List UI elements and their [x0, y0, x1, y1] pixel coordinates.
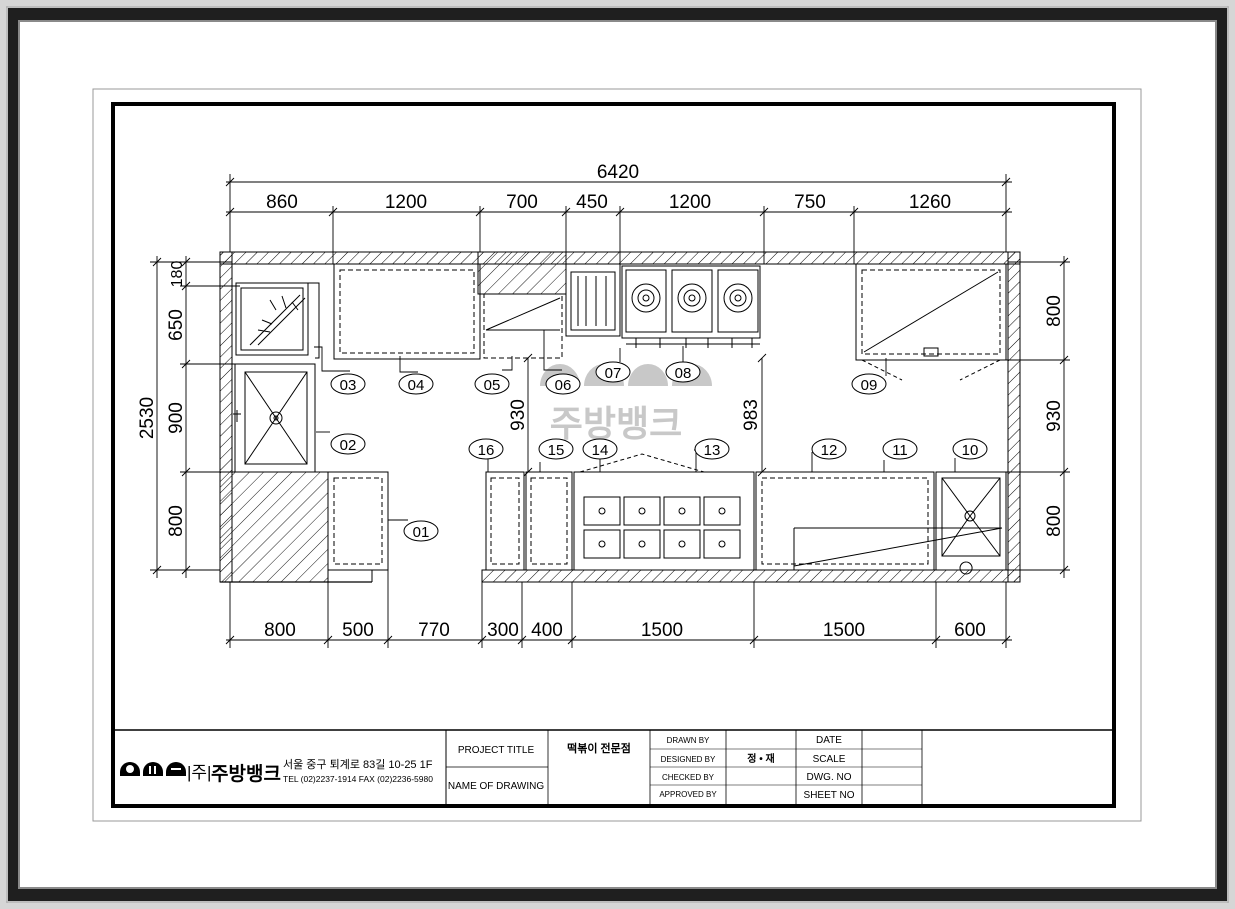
svg-text:07: 07 — [605, 365, 622, 382]
dim-overall-width: 6420 — [597, 162, 639, 183]
dim-top-6: 750 — [794, 192, 826, 213]
dimension-text: 6420 860 1200 700 450 1200 750 1260 800 … — [137, 162, 1065, 641]
svg-text:04: 04 — [408, 377, 425, 394]
svg-text:15: 15 — [548, 442, 565, 459]
svg-text:02: 02 — [340, 437, 357, 454]
dim-top-3: 700 — [506, 192, 538, 213]
drawn-by-label: DRAWN BY — [667, 736, 710, 745]
burner-3 — [717, 269, 759, 333]
designed-by-label: DESIGNED BY — [661, 755, 716, 764]
dim-top-5: 1200 — [669, 192, 711, 213]
tag-07: 07 — [595, 361, 631, 383]
dim-top-7: 1260 — [909, 192, 951, 213]
burner-1 — [625, 269, 667, 333]
project-title-label: PROJECT TITLE — [458, 745, 535, 756]
dim-bottom-2: 500 — [342, 620, 374, 641]
equipment — [233, 263, 1007, 575]
company-prefix: |주| — [187, 763, 211, 782]
tag-04: 04 — [398, 373, 434, 395]
tag-06: 06 — [545, 373, 581, 395]
approved-by-label: APPROVED BY — [659, 790, 717, 799]
tag-10: 10 — [952, 438, 988, 460]
svg-text:14: 14 — [592, 442, 609, 459]
designed-by: 정 • 재 — [747, 752, 774, 765]
burner-2 — [671, 269, 713, 333]
svg-text:05: 05 — [484, 377, 501, 394]
dim-bottom-6: 1500 — [641, 620, 683, 641]
tag-01: 01 — [403, 520, 439, 542]
tag-03: 03 — [330, 373, 366, 395]
checked-by-label: CHECKED BY — [662, 773, 715, 782]
dim-aisle-1: 930 — [508, 399, 529, 431]
svg-text:10: 10 — [962, 442, 979, 459]
sheet-border — [92, 88, 1142, 822]
tag-13: 13 — [694, 438, 730, 460]
project-title: 떡볶이 전문점 — [567, 741, 631, 755]
dim-top-1: 860 — [266, 192, 298, 213]
dimension-lines — [150, 174, 1070, 648]
dim-aisle-2: 983 — [741, 399, 762, 431]
dim-right-2: 930 — [1044, 400, 1065, 432]
svg-text:03: 03 — [340, 377, 357, 394]
scale-label: SCALE — [813, 754, 846, 765]
tag-15: 15 — [538, 438, 574, 460]
dim-overall-depth: 2530 — [137, 397, 158, 439]
dim-bottom-4: 300 — [487, 620, 519, 641]
dim-top-4: 450 — [576, 192, 608, 213]
dim-right-1: 800 — [1044, 295, 1065, 327]
title-block: |주| 주방뱅크 서울 중구 퇴계로 83길 10-25 1F TEL (02)… — [115, 729, 1112, 804]
tag-12: 12 — [811, 438, 847, 460]
dim-right-3: 800 — [1044, 505, 1065, 537]
dim-left-1: 180 — [169, 261, 186, 288]
tag-05: 05 — [474, 373, 510, 395]
svg-text:13: 13 — [704, 442, 721, 459]
dwg-no-label: DWG. NO — [807, 772, 852, 783]
dim-top-2: 1200 — [385, 192, 427, 213]
company-name: 주방뱅크 — [211, 763, 281, 785]
company-logo — [120, 762, 186, 776]
svg-text:01: 01 — [413, 524, 430, 541]
dim-bottom-1: 800 — [264, 620, 296, 641]
drawing-border — [111, 102, 1116, 808]
svg-text:16: 16 — [478, 442, 495, 459]
dim-bottom-5: 400 — [531, 620, 563, 641]
tag-11: 11 — [882, 438, 918, 460]
watermark: 주방뱅크 — [540, 364, 712, 444]
tag-02: 02 — [330, 433, 366, 455]
tag-08: 08 — [665, 361, 701, 383]
dim-left-4: 800 — [166, 505, 187, 537]
dim-left-2: 650 — [166, 309, 187, 341]
tag-14: 14 — [582, 438, 618, 460]
dim-bottom-8: 600 — [954, 620, 986, 641]
tag-09: 09 — [851, 373, 887, 395]
company-address: 서울 중구 퇴계로 83길 10-25 1F — [283, 758, 433, 771]
bain-marie-wells — [583, 496, 741, 559]
dim-bottom-3: 770 — [418, 620, 450, 641]
company-contact: TEL (02)2237-1914 FAX (02)2236-5980 — [283, 774, 433, 784]
watermark-text: 주방뱅크 — [550, 403, 682, 444]
svg-text:08: 08 — [675, 365, 692, 382]
svg-text:06: 06 — [555, 377, 572, 394]
svg-text:11: 11 — [892, 442, 908, 459]
equipment-tags: 01 02 03 04 05 06 07 08 09 10 11 12 13 1… — [330, 361, 988, 542]
name-of-drawing-label: NAME OF DRAWING — [448, 781, 545, 792]
dim-bottom-7: 1500 — [823, 620, 865, 641]
tag-16: 16 — [468, 438, 504, 460]
svg-text:12: 12 — [821, 442, 838, 459]
svg-text:09: 09 — [861, 377, 878, 394]
dim-left-3: 900 — [166, 402, 187, 434]
sheet-no-label: SHEET NO — [804, 790, 855, 801]
date-label: DATE — [816, 735, 842, 746]
